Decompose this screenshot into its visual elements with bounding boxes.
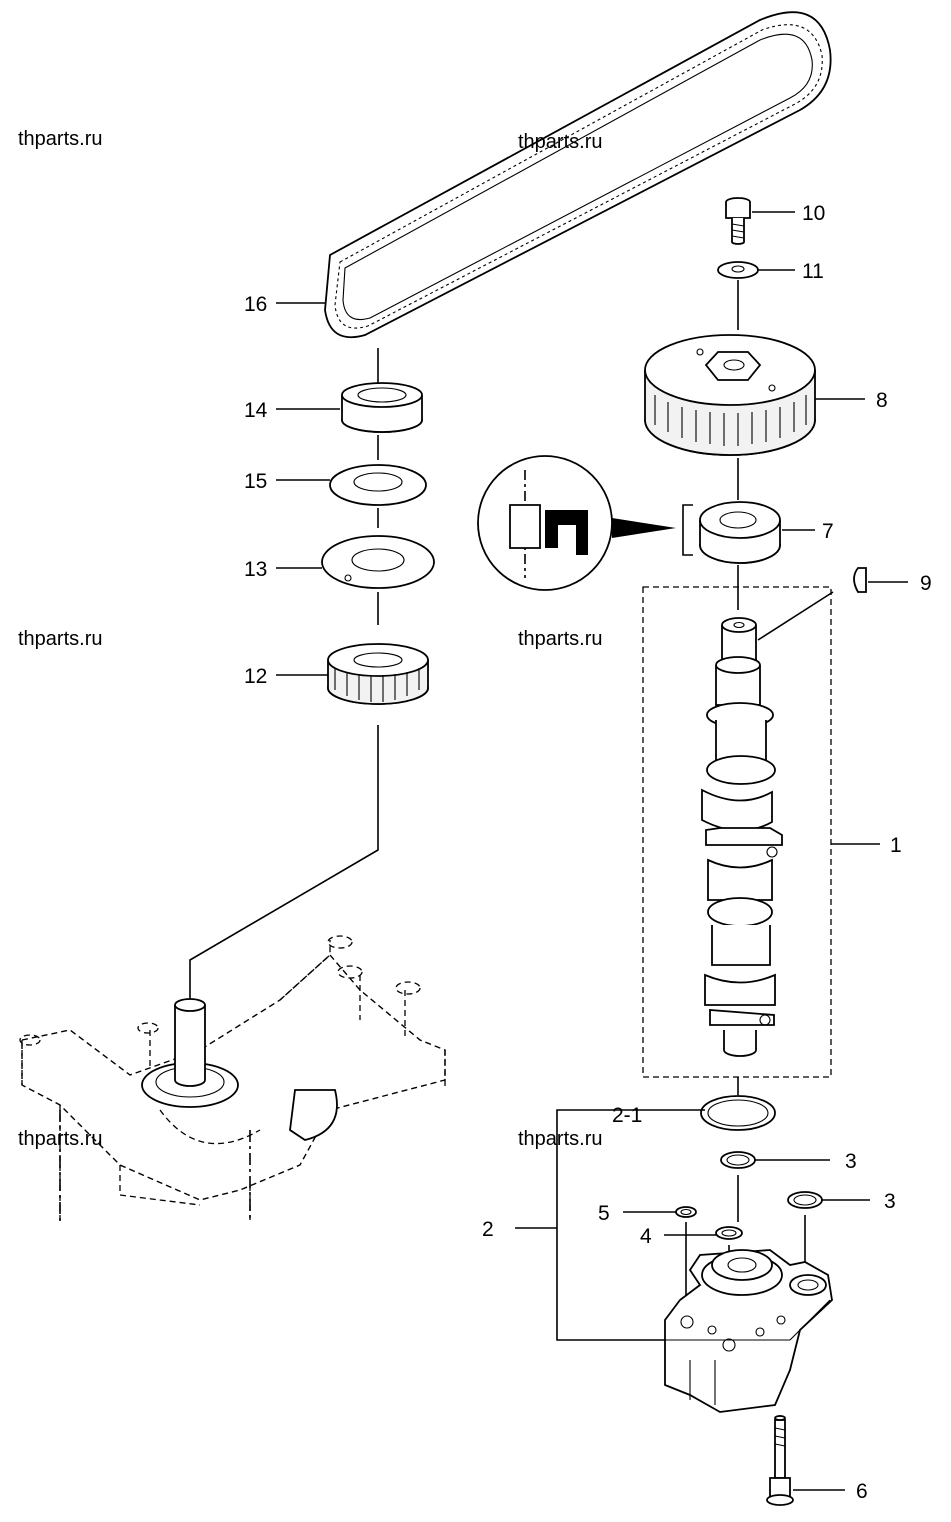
woodruff-key — [853, 567, 867, 593]
lock-washer — [329, 464, 427, 506]
callout-9: 9 — [920, 572, 932, 595]
callout-8: 8 — [876, 389, 888, 412]
callout-4: 4 — [640, 1225, 652, 1248]
callout-15: 15 — [244, 470, 267, 493]
engine-block — [19, 935, 446, 1222]
seal-orientation-detail — [477, 455, 613, 591]
callout-2-1: 2-1 — [612, 1104, 642, 1127]
watermark: thparts.ru — [18, 628, 102, 650]
callout-5: 5 — [598, 1202, 610, 1225]
callout-1: 1 — [890, 834, 902, 857]
pump-bolt — [766, 1415, 794, 1506]
callout-3: 3 — [845, 1150, 857, 1173]
detail-pointer — [612, 518, 676, 538]
plain-washer — [717, 261, 759, 279]
watermark: thparts.ru — [18, 1128, 102, 1150]
watermark: thparts.ru — [518, 1128, 602, 1150]
oil-pump — [664, 1249, 833, 1413]
callout-3: 3 — [884, 1190, 896, 1213]
watermark: thparts.ru — [518, 131, 602, 153]
callout-16: 16 — [244, 293, 267, 316]
callout-7: 7 — [822, 520, 834, 543]
o-ring-mini — [715, 1226, 743, 1240]
cam-pulley — [644, 334, 816, 456]
callout-2: 2 — [482, 1218, 494, 1241]
callout-12: 12 — [244, 665, 267, 688]
oil-seal — [699, 501, 781, 564]
watermark: thparts.ru — [518, 628, 602, 650]
callout-10: 10 — [802, 202, 825, 225]
timing-belt — [324, 11, 832, 339]
callout-6: 6 — [856, 1480, 868, 1503]
o-ring-small-a — [720, 1151, 756, 1169]
o-ring-tiny — [675, 1206, 697, 1218]
o-ring-small-b — [787, 1191, 823, 1209]
drive-sprocket — [327, 643, 429, 705]
bearing-retainer-nut — [341, 382, 423, 433]
callout-14: 14 — [244, 399, 268, 422]
callout-11: 11 — [802, 260, 824, 283]
callout-13: 13 — [244, 558, 267, 581]
camshaft — [701, 617, 783, 1057]
watermark: thparts.ru — [18, 128, 102, 150]
o-ring-large — [700, 1095, 776, 1131]
thrust-washer — [321, 535, 435, 589]
flange-bolt — [725, 197, 751, 245]
